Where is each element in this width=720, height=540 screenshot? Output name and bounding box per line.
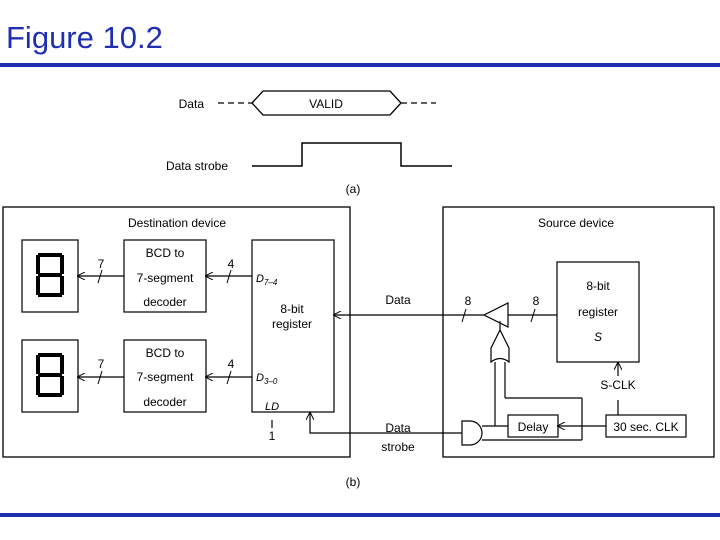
- decoder-bottom-line2: 7-segment: [137, 370, 194, 384]
- bus8-left: 8: [465, 294, 472, 308]
- caption-b: (b): [346, 475, 361, 489]
- delay-label: Delay: [518, 420, 549, 434]
- bus7-bottom: 7: [98, 357, 105, 371]
- destination-register: [251, 239, 335, 413]
- destination-boundary: [2, 206, 351, 458]
- source-device: Source device 8-bit register S S-CLK 8 D…: [442, 206, 715, 458]
- dest-register-line2: register: [272, 317, 312, 331]
- d-hi-sub: 7–4: [264, 278, 278, 287]
- bus4-bottom: 4: [228, 357, 235, 371]
- timing-diagram: Data VALID Data strobe (a): [166, 90, 452, 196]
- d-hi-text: D: [256, 273, 264, 285]
- bus-right-slash: [530, 308, 536, 323]
- valid-label: VALID: [309, 97, 343, 111]
- source-title: Source device: [538, 216, 614, 230]
- decoder-top-line2: 7-segment: [137, 271, 194, 285]
- strobe-link-line1: Data: [385, 421, 411, 435]
- clock-label: 30 sec. CLK: [613, 420, 678, 434]
- ld-label: LD: [265, 401, 279, 413]
- bus-bottom-slash: [97, 370, 103, 385]
- strobe-link: [310, 413, 462, 434]
- strobe-waveform: [252, 142, 452, 167]
- top-divider: [0, 63, 720, 67]
- bus-left-slash: [461, 308, 467, 323]
- sclk-label: S-CLK: [600, 378, 635, 392]
- d-lo-sub: 3–0: [264, 377, 278, 386]
- ld-value: 1: [269, 429, 276, 443]
- decoder-bottom-line3: decoder: [143, 395, 186, 409]
- strobe-link-line2: strobe: [381, 440, 415, 454]
- and-gate: [461, 420, 483, 446]
- d-hi-label: D7–4: [256, 273, 278, 287]
- data-link-label: Data: [385, 293, 411, 307]
- or-gate: [490, 328, 510, 364]
- src-register-line1: 8-bit: [586, 279, 610, 293]
- destination-device: Destination device BCD to 7-segment d: [2, 206, 351, 458]
- timing-data-label: Data: [179, 97, 205, 111]
- seven-segment-bottom-icon: [36, 353, 64, 397]
- d-lo-text: D: [256, 372, 264, 384]
- decoder-bottom-line1: BCD to: [146, 346, 185, 360]
- strobe-label: Data strobe: [166, 159, 228, 173]
- tristate-buffer: [482, 302, 509, 328]
- bus4-top: 4: [228, 257, 235, 271]
- decoder-top-line1: BCD to: [146, 246, 185, 260]
- bus7-top: 7: [98, 257, 105, 271]
- src-register-line2: register: [578, 305, 618, 319]
- bus-top-slash: [97, 269, 103, 284]
- bus8-right: 8: [533, 294, 540, 308]
- bottom-divider: [0, 513, 720, 517]
- dest-register-line1: 8-bit: [280, 302, 304, 316]
- bus-reg-top-slash: [226, 269, 232, 284]
- d-lo-label: D3–0: [256, 372, 278, 386]
- source-register: [556, 261, 640, 363]
- src-register-name: S: [594, 330, 602, 344]
- interconnect: 8 Data Data strobe: [310, 293, 484, 454]
- page-title: Figure 10.2: [6, 20, 163, 55]
- destination-title: Destination device: [128, 216, 226, 230]
- source-boundary: [442, 206, 715, 458]
- seven-segment-top-icon: [36, 253, 64, 297]
- decoder-top-line3: decoder: [143, 295, 186, 309]
- bus-reg-bottom-slash: [226, 370, 232, 385]
- caption-a: (a): [346, 182, 361, 196]
